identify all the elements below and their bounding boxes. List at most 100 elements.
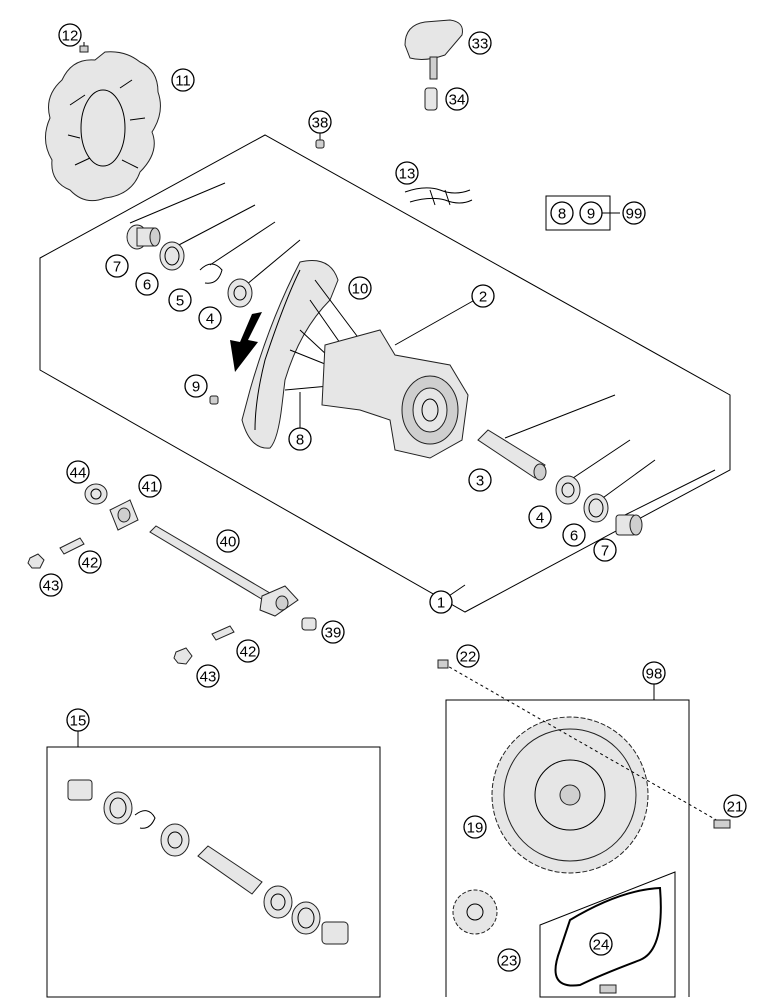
- callout-circle: [198, 306, 222, 330]
- callout-c42a: 42: [78, 550, 102, 574]
- callout-c34: 34: [445, 87, 469, 111]
- callout-c21: 21: [723, 794, 747, 818]
- callout-number: 4: [206, 311, 214, 328]
- callout-number: 42: [240, 644, 257, 661]
- chain-23: [554, 886, 662, 987]
- callout-circle: [196, 664, 220, 688]
- callout-circle: [321, 620, 345, 644]
- callout-number: 8: [558, 206, 566, 223]
- callout-circle: [308, 110, 332, 134]
- callout-number: 41: [142, 479, 159, 496]
- spacer-pin: [424, 87, 438, 111]
- hub: [321, 329, 469, 459]
- callout-number: 34: [449, 92, 466, 109]
- sprocket-19: [491, 716, 649, 874]
- rim: [241, 260, 339, 449]
- callout-number: 9: [587, 206, 595, 223]
- bearing-kit-frame: [46, 730, 381, 998]
- bearing-kit-parts: [67, 779, 349, 945]
- callout-number: 15: [70, 713, 87, 730]
- sprocket-bolt-21: [713, 819, 731, 829]
- callout-circle: [288, 427, 312, 451]
- callout-number: 12: [62, 28, 79, 45]
- callout-number: 22: [460, 649, 477, 666]
- disc-screw: [79, 42, 89, 53]
- callout-c6a: 6: [135, 272, 159, 296]
- valve-cap: [315, 139, 325, 149]
- master-link-24: [599, 984, 617, 994]
- seat-part: [404, 19, 463, 80]
- callout-c1: 1: [429, 590, 453, 614]
- callout-c7a: 7: [105, 254, 129, 278]
- callout-circle: [236, 639, 260, 663]
- callout-number: 19: [467, 820, 484, 837]
- spoke-nipple: [209, 395, 219, 405]
- callout-circle: [171, 68, 195, 92]
- kit-callout-kit8: 8: [550, 201, 574, 225]
- callout-number: 21: [727, 799, 744, 816]
- callout-number: 42: [82, 555, 99, 572]
- callout-number: 6: [570, 528, 578, 545]
- callout-circle: [105, 254, 129, 278]
- kit-callout-kit9: 9: [579, 201, 603, 225]
- callout-circle: [168, 288, 192, 312]
- callout-c42b: 42: [236, 639, 260, 663]
- callout-number: 7: [113, 259, 121, 276]
- adjuster-nut-43b: [173, 647, 193, 665]
- callout-c15: 15: [66, 708, 90, 732]
- callout-circle: [66, 708, 90, 732]
- axle-nut-44: [84, 483, 108, 505]
- callout-number: 44: [70, 465, 87, 482]
- callout-circle: [445, 87, 469, 111]
- callout-number: 10: [352, 281, 369, 298]
- callout-number: 9: [192, 379, 200, 396]
- kit-box: [545, 195, 611, 231]
- callout-circle: [579, 201, 603, 225]
- callout-circle: [589, 932, 613, 956]
- callout-circle: [429, 590, 453, 614]
- callout-circle: [78, 550, 102, 574]
- callout-c6b: 6: [562, 523, 586, 547]
- callout-c23: 23: [497, 948, 521, 972]
- callout-c3: 3: [468, 468, 492, 492]
- callout-circle: [593, 538, 617, 562]
- callout-circle: [135, 272, 159, 296]
- callout-c44: 44: [66, 460, 90, 484]
- callout-c13: 13: [395, 161, 419, 185]
- brake-disc: [45, 51, 161, 202]
- callout-c40: 40: [216, 529, 240, 553]
- callout-number: 4: [536, 510, 544, 527]
- callout-number: 24: [593, 937, 610, 954]
- callout-c7b: 7: [593, 538, 617, 562]
- sprocket-bolt-line: [443, 663, 721, 823]
- callout-c12: 12: [58, 23, 82, 47]
- callout-c19: 19: [463, 815, 487, 839]
- callout-circle: [138, 474, 162, 498]
- callout-number: 3: [476, 473, 484, 490]
- rotation-arrow: [230, 312, 262, 372]
- callout-number: 43: [200, 669, 217, 686]
- callout-number: 33: [472, 36, 489, 53]
- callout-c9: 9: [184, 374, 208, 398]
- callout-c99: 99: [622, 201, 646, 225]
- callout-number: 40: [220, 534, 237, 551]
- callout-c98: 98: [642, 661, 666, 685]
- callout-number: 99: [626, 206, 643, 223]
- callout-c4a: 4: [198, 306, 222, 330]
- callout-number: 13: [399, 166, 416, 183]
- right-bearing-stack: [555, 475, 643, 536]
- callout-number: 98: [646, 666, 663, 683]
- chain-adjuster-41: [109, 499, 139, 531]
- spacer-tube: [477, 429, 547, 481]
- callout-number: 43: [43, 578, 60, 595]
- axle-40: [149, 525, 299, 617]
- callout-circle: [471, 284, 495, 308]
- callout-c33: 33: [468, 31, 492, 55]
- callout-circle: [642, 661, 666, 685]
- callout-c11: 11: [171, 68, 195, 92]
- callout-circle: [550, 201, 574, 225]
- callout-circle: [456, 644, 480, 668]
- callout-number: 8: [296, 432, 304, 449]
